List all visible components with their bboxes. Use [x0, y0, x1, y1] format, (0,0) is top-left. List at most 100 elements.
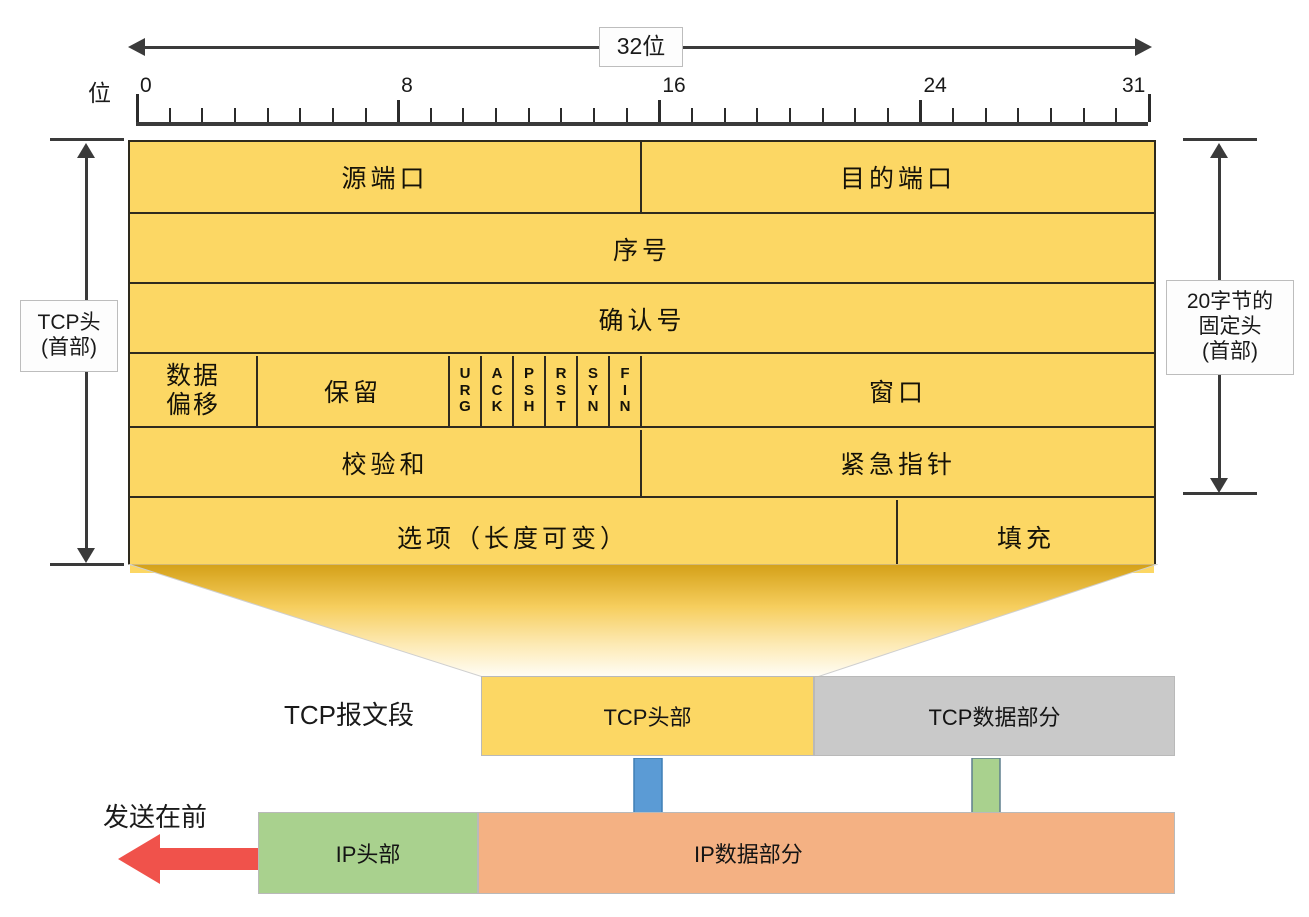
sequence-row: 序号 — [130, 216, 1154, 284]
cell-text: 确认号 — [598, 307, 686, 335]
ip-header-label: IP头部 — [335, 842, 401, 867]
left-bracket-top-cap — [50, 138, 124, 141]
ruler-tick — [331, 108, 334, 122]
left-bracket-down-arrow-icon — [77, 548, 95, 563]
ruler-tick — [462, 108, 465, 122]
ruler-tick — [136, 94, 139, 122]
ruler-tick — [788, 108, 791, 122]
flag-letter: N — [619, 398, 631, 416]
ruler-tick — [266, 108, 269, 122]
ruler-number: 24 — [923, 74, 947, 97]
checksum: 校验和 — [130, 430, 642, 496]
cell-text: 序号 — [612, 237, 671, 265]
ruler-tick — [593, 108, 596, 122]
flag-letter: S — [523, 381, 534, 399]
flag-letter: S — [555, 381, 566, 399]
ip-header-block: IP头部 — [258, 812, 478, 894]
ruler-number: 16 — [662, 74, 686, 97]
right-bracket-up-arrow-icon — [1210, 143, 1228, 158]
flag-letter: Y — [587, 381, 598, 399]
ruler-tick — [625, 108, 628, 122]
ruler-tick — [1082, 108, 1085, 122]
ack-row: 确认号 — [130, 286, 1154, 354]
tcp-header-block: TCP头部 — [481, 676, 814, 756]
bit-ruler: 0 8 16 24 31 — [136, 74, 1151, 128]
bit-width-label: 32位 — [599, 27, 683, 67]
bit-axis-label: 位 — [88, 80, 111, 106]
ruler-tick — [397, 100, 401, 122]
cell-text: 紧急指针 — [839, 451, 956, 479]
ruler-tick — [1148, 94, 1151, 122]
fixed-header-bracket-label: 20字节的 固定头 (首部) — [1166, 280, 1294, 375]
tcp-header-bracket-label-line1: TCP头 — [37, 311, 101, 335]
flag-letter: H — [523, 398, 535, 416]
expansion-funnel — [128, 564, 1158, 677]
options-row: 选项（长度可变） 填充 — [130, 500, 1154, 573]
tcp-header-bracket-label-line2: (首部) — [41, 336, 97, 359]
reserved: 保留 — [258, 356, 450, 426]
ruler-number: 8 — [401, 74, 413, 97]
ruler-tick — [723, 108, 726, 122]
ruler-tick — [168, 108, 171, 122]
tcp-header-bracket-label: TCP头 (首部) — [20, 300, 118, 372]
flag-letter: K — [491, 398, 503, 416]
checksum-row: 校验和 紧急指针 — [130, 430, 1154, 498]
send-direction-arrow-icon — [118, 834, 268, 884]
ruler-tick — [1115, 108, 1118, 122]
ruler-tick — [854, 108, 857, 122]
options: 选项（长度可变） — [130, 500, 898, 573]
flag-letter: R — [555, 364, 567, 382]
ruler-tick — [495, 108, 498, 122]
flag-letter: C — [491, 381, 503, 399]
flag-letter: S — [587, 364, 598, 382]
flag-letter: F — [620, 364, 630, 382]
cell-text: 保留 — [323, 379, 382, 407]
destination-port: 目的端口 — [642, 142, 1154, 212]
flag-letter: U — [459, 364, 471, 382]
ruler-tick — [429, 108, 432, 122]
ruler-tick — [364, 108, 367, 122]
ruler-tick — [1017, 108, 1020, 122]
ruler-tick — [756, 108, 759, 122]
right-bracket-down-arrow-icon — [1210, 478, 1228, 493]
cell-text: 选项（长度可变） — [396, 524, 629, 553]
fixed-header-label-line2: 固定头 — [1198, 315, 1262, 339]
urgent-pointer: 紧急指针 — [642, 430, 1154, 496]
ruler-number: 0 — [140, 74, 152, 97]
data-offset: 数据偏移 — [130, 356, 258, 426]
tcp-segment-row-label: TCP报文段 — [284, 699, 415, 730]
ruler-number: 31 — [1122, 74, 1146, 97]
cell-text: 目的端口 — [839, 165, 956, 193]
ruler-tick — [560, 108, 563, 122]
ruler-tick — [984, 108, 987, 122]
send-first-label: 发送在前 — [103, 801, 208, 832]
cell-text: 校验和 — [341, 451, 429, 479]
ruler-baseline — [136, 122, 1148, 126]
window: 窗口 — [642, 356, 1154, 426]
cell-text-line: 偏移 — [165, 391, 220, 419]
ruler-tick — [201, 108, 204, 122]
ruler-tick — [233, 108, 236, 122]
cell-text: 窗口 — [868, 379, 927, 407]
ruler-tick — [690, 108, 693, 122]
span-arrow-left-head-icon — [128, 38, 145, 56]
flag-letter: P — [523, 364, 534, 382]
flag-letter: A — [491, 364, 503, 382]
cell-text: 填充 — [996, 524, 1055, 553]
ip-data-label: IP数据部分 — [694, 842, 803, 867]
ip-data-block: IP数据部分 — [478, 812, 1175, 894]
ruler-tick — [821, 108, 824, 122]
flag-letter: R — [459, 381, 471, 399]
cell-text: 源端口 — [341, 165, 429, 193]
ruler-tick — [299, 108, 302, 122]
span-arrow-right-head-icon — [1135, 38, 1152, 56]
ruler-tick — [658, 100, 662, 122]
sequence-number: 序号 — [130, 216, 1154, 282]
source-port: 源端口 — [130, 142, 642, 212]
